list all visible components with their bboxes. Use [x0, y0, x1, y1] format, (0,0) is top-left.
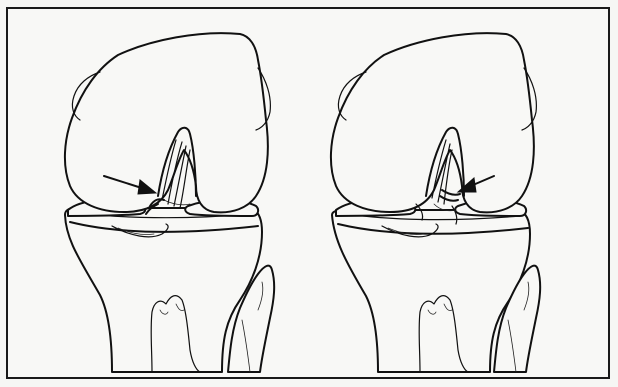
- right-femur: [331, 33, 536, 212]
- left-knee-panel: [65, 33, 274, 372]
- right-knee-panel: [331, 33, 540, 372]
- left-femur: [65, 33, 270, 212]
